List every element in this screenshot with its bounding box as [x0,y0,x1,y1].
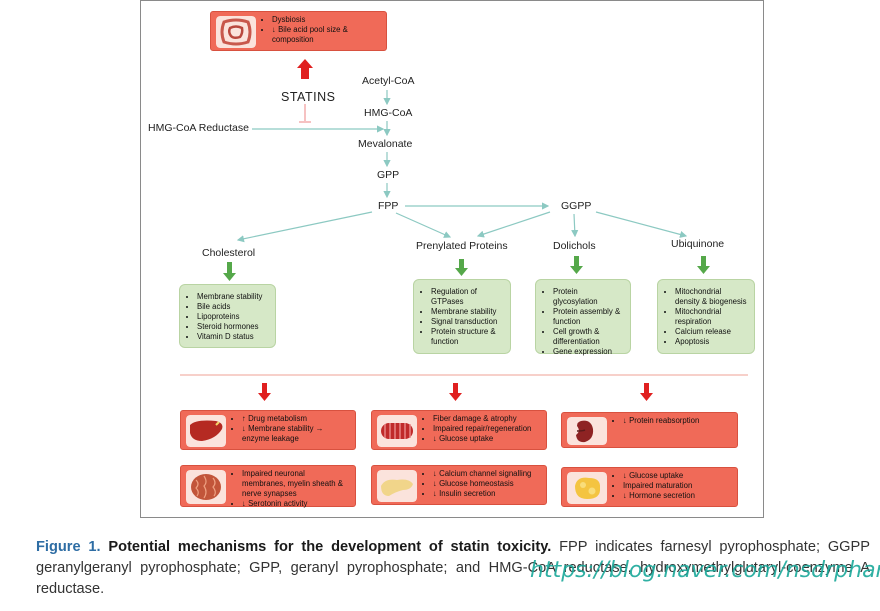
red-down-arrow-center [449,383,462,401]
effect-item: ↓ Insulin secretion [433,489,540,499]
effect-item: ↓ Calcium channel signalling [433,469,540,479]
arrow-ggpp-prenylated [476,211,551,238]
effect-item: ↓ Hormone secretion [623,491,731,501]
function-item: Vitamin D status [197,332,269,342]
liver-icon [186,415,226,447]
effect-item: ↓ Protein reabsorption [623,416,731,426]
red-down-arrow-right [640,383,653,401]
adipose-tissue-icon [567,472,607,504]
blog-watermark: https://blog.naver.com/nsdrpharm [530,558,880,583]
green-arrow-dolichols [570,256,583,274]
label-gpp: GPP [377,169,400,181]
function-item: Gene expression [553,347,624,357]
function-item: Mitochondrial respiration [675,307,748,327]
green-arrow-cholesterol [223,262,236,281]
arrow-fpp-prenylated [395,212,452,238]
effect-item: ↑ Drug metabolism [242,414,349,424]
red-up-arrow [297,59,313,79]
kidney-icon [567,417,607,445]
pancreas-effects-box: ↓ Calcium channel signalling ↓ Glucose h… [371,465,547,505]
function-item: Signal transduction [431,317,504,327]
arrow-ggpp-dolichols [571,213,579,238]
effect-item: Impaired neuronal membranes, myelin shea… [242,469,349,499]
green-arrow-ubiquinone [697,256,710,274]
gut-effect-item: Dysbiosis [272,15,380,25]
function-item: Regulation of GTPases [431,287,504,307]
function-item: Apoptosis [675,337,748,347]
function-item: Membrane stability [431,307,504,317]
effect-item: ↓ Glucose homeostasis [433,479,540,489]
label-ggpp: GGPP [561,200,592,212]
function-item: Calcium release [675,327,748,337]
brain-icon [186,470,226,504]
green-arrow-prenylated [455,259,468,276]
label-dolichols: Dolichols [553,240,596,252]
effect-item: Impaired repair/regeneration [433,424,540,434]
label-acetyl-coa: Acetyl-CoA [362,75,415,87]
gut-effects-box: Dysbiosis ↓ Bile acid pool size & compos… [210,11,387,51]
effect-item: ↓ Glucose uptake [623,471,731,481]
function-item: Cell growth & differentiation [553,327,624,347]
prenylated-functions-box: Regulation of GTPases Membrane stability… [413,279,511,354]
label-ubiquinone: Ubiquinone [671,238,725,250]
function-item: Bile acids [197,302,269,312]
label-hmg-coa: HMG-CoA [364,107,413,119]
caption-title: Potential mechanisms for the development… [108,539,552,555]
function-item: Steroid hormones [197,322,269,332]
cholesterol-functions-box: Membrane stability Bile acids Lipoprotei… [179,284,276,348]
label-fpp: FPP [378,200,399,212]
label-statins: STATINS [281,90,336,104]
brain-effects-box: Impaired neuronal membranes, myelin shea… [180,465,356,509]
function-item: Protein structure & function [431,327,504,347]
muscle-effects-box: Fiber damage & atrophy Impaired repair/r… [371,410,547,450]
caption-label: Figure 1 [36,539,97,555]
function-item: Mitochondrial density & biogenesis [675,287,748,307]
function-item: Lipoproteins [197,312,269,322]
dolichols-functions-box: Protein glycosylation Protein assembly &… [535,279,631,357]
caption-body: FPP indicates farnesyl pyrophosphate; GG… [36,539,871,597]
label-hmg-reductase: HMG-CoA Reductase [148,122,249,134]
effect-item: ↓ Glucose uptake [433,434,540,444]
adipose-effects-box: ↓ Glucose uptake Impaired maturation ↓ H… [561,467,738,507]
kidney-effects-box: ↓ Protein reabsorption [561,412,738,448]
intestine-icon [216,16,256,48]
ubiquinone-functions-box: Mitochondrial density & biogenesis Mitoc… [657,279,755,354]
function-item: Protein glycosylation [553,287,624,307]
effect-item: ↓ Serotonin activity [242,499,349,509]
arrow-fpp-cholesterol [236,211,373,243]
gut-effect-item: ↓ Bile acid pool size & composition [272,25,380,45]
figure-caption: Figure 1. Potential mechanisms for the d… [36,539,871,597]
label-prenylated-proteins: Prenylated Proteins [416,240,508,252]
liver-effects-box: ↑ Drug metabolism ↓ Membrane stability →… [180,410,356,450]
effect-item: Fiber damage & atrophy [433,414,540,424]
label-mevalonate: Mevalonate [358,138,413,150]
muscle-fiber-icon [377,415,417,447]
effect-item: ↓ Membrane stability → enzyme leakage [242,424,349,444]
function-item: Protein assembly & function [553,307,624,327]
label-cholesterol: Cholesterol [202,247,256,259]
effect-item: Impaired maturation [623,481,731,491]
arrow-ggpp-ubiquinone [595,211,688,238]
pancreas-icon [377,470,417,502]
function-item: Membrane stability [197,292,269,302]
red-down-arrow-left [258,383,271,401]
